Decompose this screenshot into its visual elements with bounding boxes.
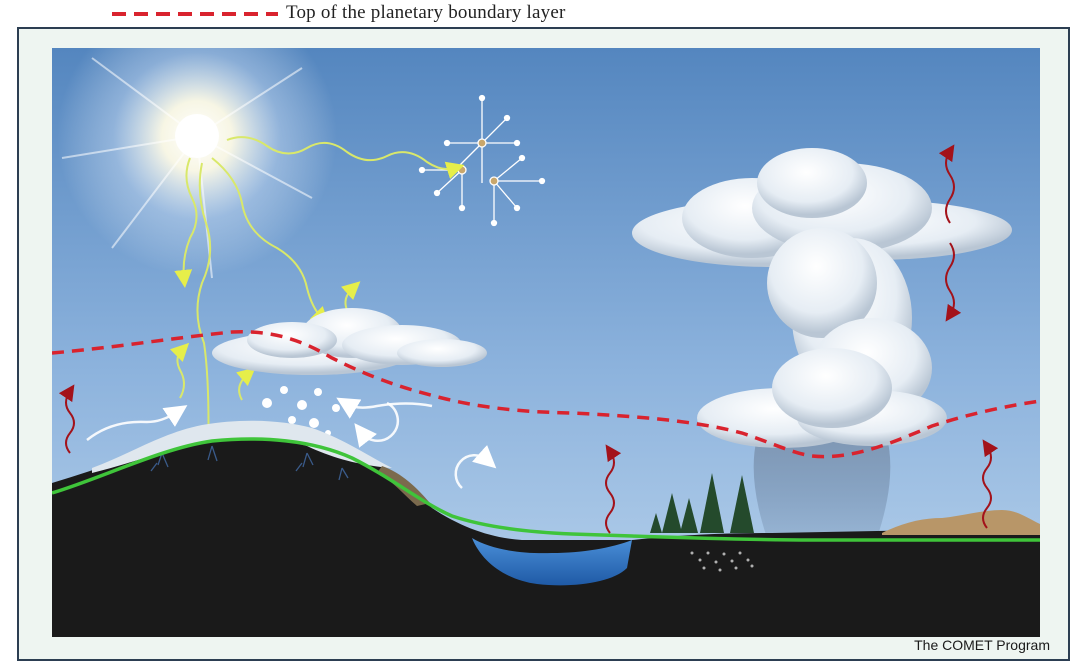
snow-cap — [92, 420, 392, 473]
ground — [52, 436, 1040, 637]
heat-flux-arrows — [58, 144, 999, 534]
vegetation-line — [52, 437, 1040, 542]
sun-icon — [57, 48, 337, 279]
boundary-layer-scene — [52, 48, 1040, 637]
legend: Top of the planetary boundary layer — [0, 0, 1078, 28]
soil-particles — [690, 551, 754, 572]
roots — [150, 445, 349, 481]
legend-label: Top of the planetary boundary layer — [286, 2, 566, 23]
legend-line-sample — [112, 12, 278, 16]
circulation-arrows — [86, 397, 497, 489]
solar-radiation-arrows — [169, 136, 465, 473]
lake — [472, 538, 632, 586]
desert-hills — [882, 510, 1040, 535]
tree-icon — [650, 473, 754, 533]
credit-label: The COMET Program — [914, 637, 1050, 653]
